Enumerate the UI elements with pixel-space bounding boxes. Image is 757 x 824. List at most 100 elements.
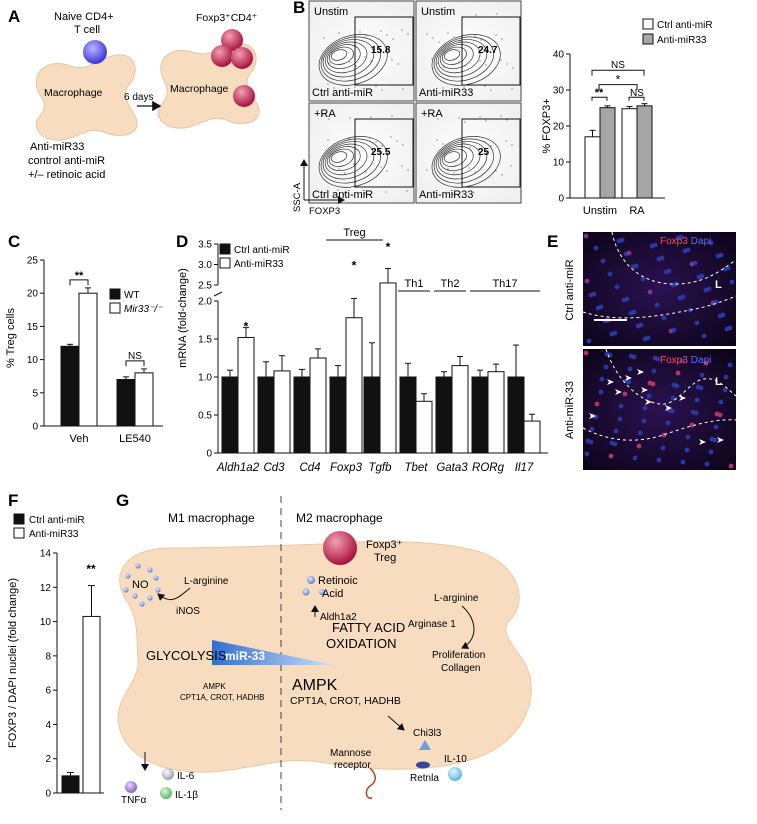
flow-event-dot (447, 32, 449, 34)
flow-contour (439, 146, 474, 172)
legend-d-anti-label: Anti-miR33 (234, 259, 284, 270)
nucleus (651, 368, 657, 374)
flow-contour (328, 148, 354, 167)
treatment-line3: +/– retinoic acid (28, 169, 105, 181)
nucleus (583, 350, 589, 356)
flow-event-dot (327, 139, 329, 141)
y-tick-label: 4 (45, 720, 51, 731)
bar (82, 615, 101, 794)
nucleus (661, 432, 667, 438)
flow-event-dot (402, 88, 404, 90)
flow-event-dot (427, 12, 429, 14)
treg-label: Foxp3⁺CD4⁺ (196, 12, 258, 24)
chart-b-ylabel: % FOXP3+ (541, 98, 553, 153)
flow-contour (324, 41, 368, 74)
nucleus (685, 247, 691, 253)
flow-event-dot (464, 121, 466, 123)
gate-percent: 25 (478, 147, 490, 158)
bar (584, 136, 601, 199)
flow-event-dot (506, 119, 508, 121)
aldh-label: Aldh1a2 (320, 612, 357, 623)
bar (61, 775, 80, 794)
legend-f-ctrl-label: Ctrl anti-miR (29, 515, 85, 526)
flow-event-dot (505, 140, 507, 142)
bar (621, 108, 638, 199)
flow-event-dot (401, 29, 403, 31)
nuclei-anti (583, 350, 734, 469)
nucleus (680, 459, 686, 465)
nucleus (703, 360, 709, 366)
flow-event-dot (438, 41, 440, 43)
flow-event-dot (453, 36, 455, 38)
flow-contour (435, 141, 488, 180)
mannose-label-line1: Mannose (330, 748, 372, 759)
y-tick-label: 0.5 (198, 411, 212, 422)
gate-percent: 25.5 (371, 147, 391, 158)
nucleus (637, 430, 643, 436)
flow-event-dot (348, 138, 350, 140)
treatment-line1: Anti-miR33 (30, 141, 84, 153)
nucleus (591, 291, 597, 297)
flow-event-dot (359, 31, 361, 33)
flow-event-dot (500, 59, 502, 61)
il1b-label: IL-1β (175, 790, 198, 801)
flow-event-dot (511, 88, 513, 90)
nucleus (624, 296, 630, 302)
y-tick-label: 3.5 (198, 240, 212, 251)
legend-c-ko-swatch (109, 302, 121, 314)
arrow-arginase (461, 605, 475, 649)
flow-event-dot (469, 90, 471, 92)
flow-event-dot (407, 33, 409, 35)
nucleus (680, 294, 686, 300)
flow-event-dot (496, 13, 498, 15)
flow-event-dot (392, 38, 394, 40)
y-tick-label: 12 (40, 583, 52, 594)
panel-f: F Ctrl anti-miR Anti-miR33 02468101214**… (7, 491, 104, 800)
no-molecule (153, 575, 159, 581)
category-label: RA (629, 205, 645, 217)
nucleus (671, 327, 677, 333)
il6-label: IL-6 (177, 771, 195, 782)
mir33-gradient-wedge (212, 640, 334, 665)
bar (523, 420, 541, 454)
flow-event-dot (349, 61, 351, 63)
flow-contour (441, 46, 467, 65)
nucleus (659, 255, 665, 261)
nucleus (704, 461, 710, 467)
nucleus (665, 420, 671, 426)
chart-f-ylabel: FOXP3 / DAPI nuclei (fold change) (7, 578, 19, 748)
gene-label: Tbet (404, 462, 428, 474)
flow-event-dot (386, 34, 388, 36)
y-tick-label: 0 (206, 449, 212, 460)
sig-bracket (591, 69, 645, 76)
flow-event-dot (370, 60, 372, 62)
nitric-oxide-dots (123, 563, 161, 607)
flow-event-dot (391, 115, 393, 117)
flow-event-dot (485, 64, 487, 66)
gene-label: Gata3 (436, 462, 468, 474)
e-row-label-ctrl: Ctrl anti-miR (564, 259, 576, 320)
flow-sample-label: Anti-miR33 (419, 189, 473, 201)
flow-event-dot (469, 146, 471, 148)
retinoic-acid-molecule (302, 588, 310, 596)
group-label: Th2 (441, 278, 460, 290)
arrowhead-marker (665, 405, 672, 411)
bar (435, 376, 453, 454)
flow-contour (328, 46, 354, 65)
nucleus (699, 273, 705, 279)
tissue-boundary (582, 295, 737, 319)
panel-label-g: G (116, 491, 129, 510)
sig-bracket (598, 84, 638, 90)
flow-event-dot (381, 89, 383, 91)
flow-event-dot (402, 144, 404, 146)
flow-event-dot (437, 62, 439, 64)
macrophage-left-shape (35, 54, 138, 141)
flow-event-dot (386, 170, 388, 172)
nucleus (598, 304, 604, 310)
flow-event-dot (468, 167, 470, 169)
